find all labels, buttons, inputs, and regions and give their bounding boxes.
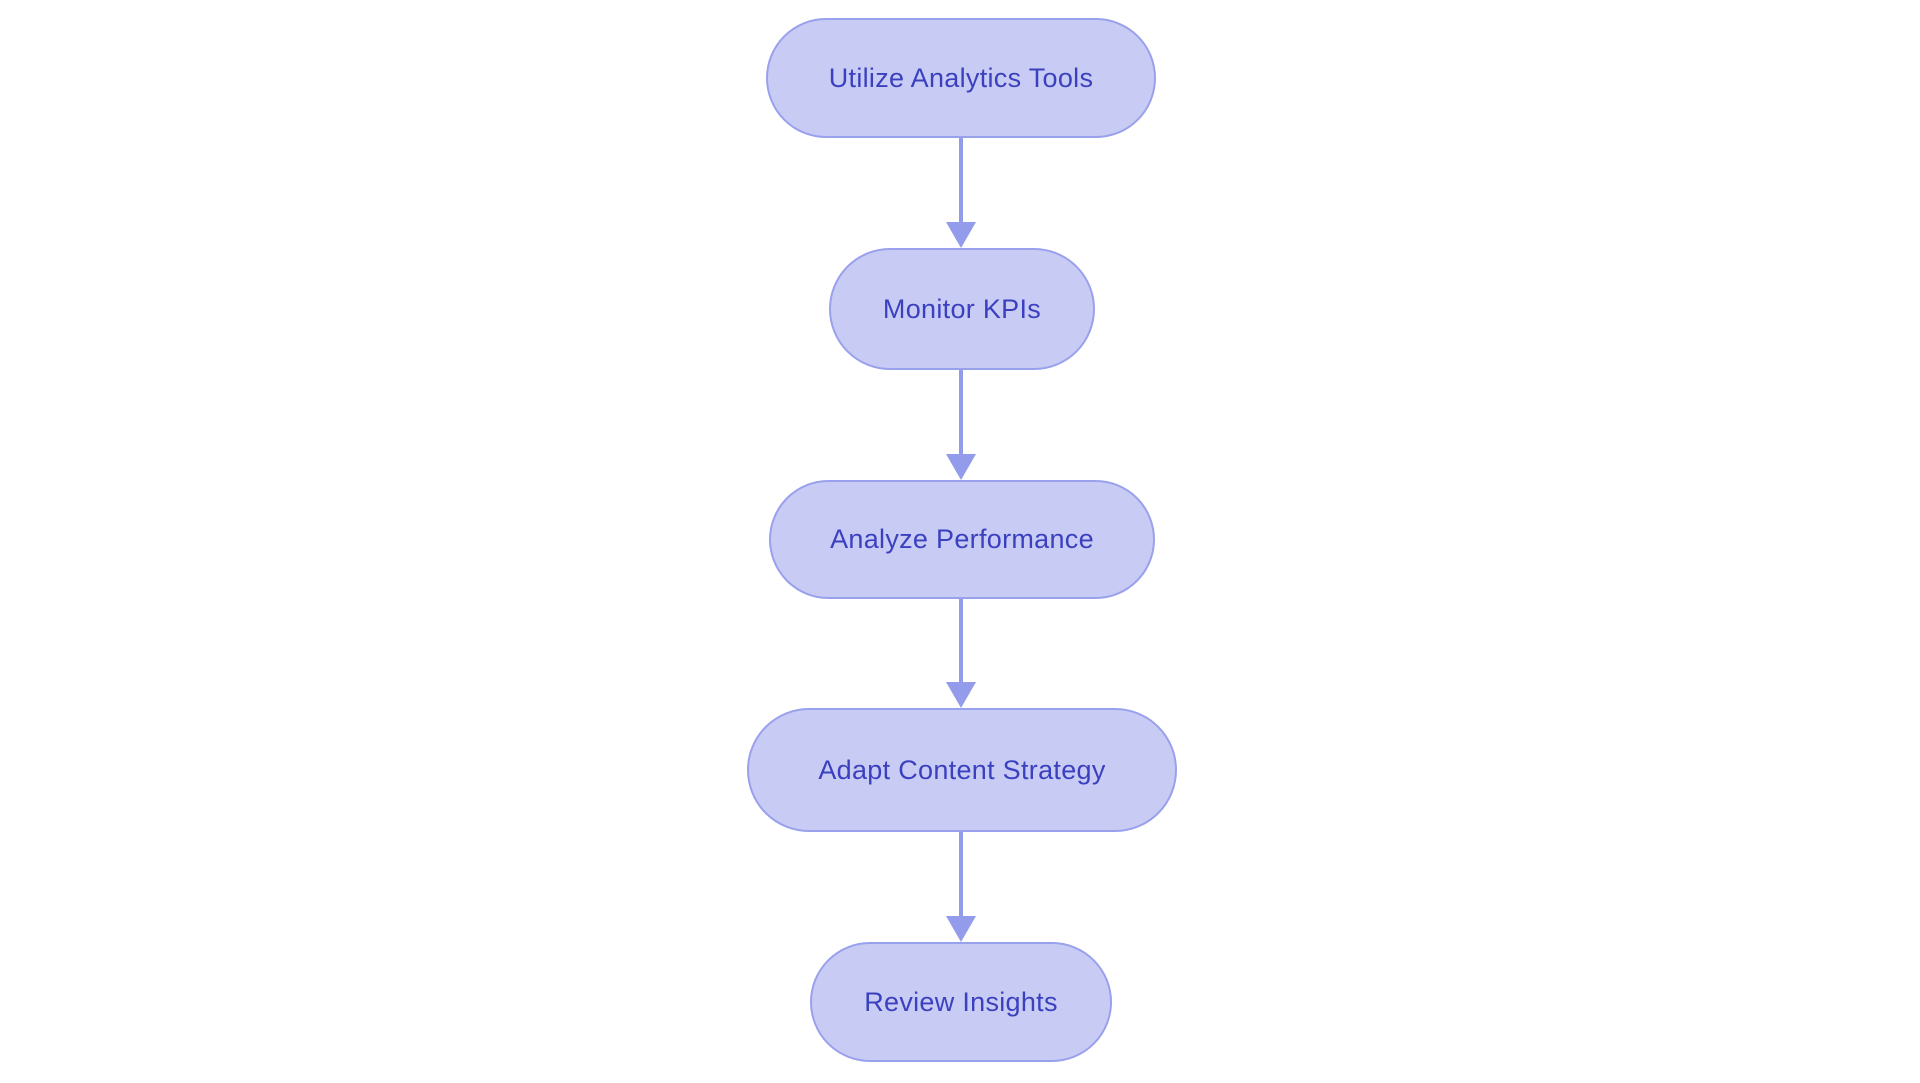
- flow-node-label: Monitor KPIs: [882, 293, 1042, 324]
- flow-node-label: Utilize Analytics Tools: [828, 62, 1094, 93]
- flow-node-n2: Monitor KPIs: [829, 248, 1095, 370]
- flow-node-label: Adapt Content Strategy: [818, 754, 1106, 785]
- flow-node-n5: Review Insights: [810, 942, 1112, 1062]
- flow-node-n4: Adapt Content Strategy: [747, 708, 1177, 832]
- flow-node-n1: Utilize Analytics Tools: [766, 18, 1156, 138]
- edge-connector-n4-n5: [959, 832, 963, 918]
- arrow-down-icon: [946, 454, 976, 480]
- arrow-down-icon: [946, 222, 976, 248]
- edge-connector-n3-n4: [959, 599, 963, 684]
- flow-node-n3: Analyze Performance: [769, 480, 1155, 599]
- edge-connector-n1-n2: [959, 138, 963, 224]
- flow-node-label: Analyze Performance: [830, 524, 1094, 555]
- edge-connector-n2-n3: [959, 370, 963, 456]
- arrow-down-icon: [946, 916, 976, 942]
- flow-node-label: Review Insights: [864, 986, 1058, 1017]
- arrow-down-icon: [946, 682, 976, 708]
